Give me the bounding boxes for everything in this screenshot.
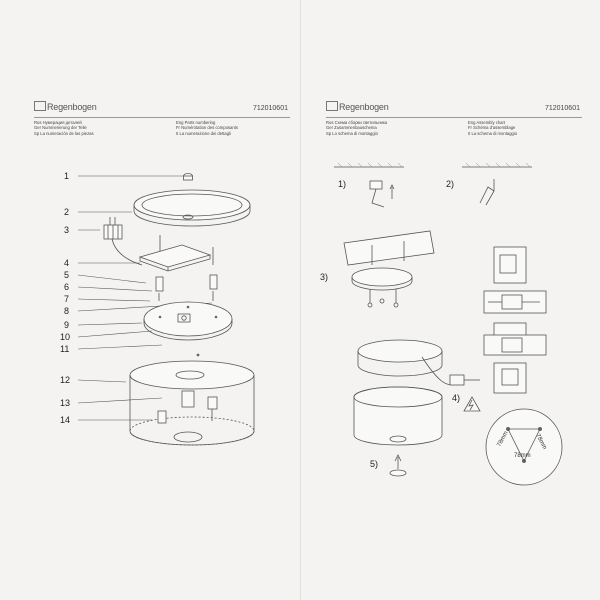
step-label: 2) [446, 179, 455, 189]
header-line: Sp La numeración de las piezas [34, 130, 94, 136]
header-line: Sp Lo schema di montaggio [326, 130, 378, 136]
step4-ring-wiring [357, 339, 480, 386]
header-rule [326, 117, 582, 118]
step1-ceiling-mount [334, 162, 404, 208]
logo-icon [326, 101, 338, 111]
step5-shade-install [353, 386, 443, 477]
step-label: 4) [452, 393, 461, 403]
header-line: It La numerazione dei dettagli [176, 130, 231, 136]
page-divider [300, 0, 301, 600]
part-number: 5 [64, 270, 70, 280]
step2-ceiling-mount [462, 162, 532, 206]
part-number: 4 [64, 258, 70, 268]
lamp-shade [129, 353, 255, 446]
top-ring [133, 189, 251, 227]
brand-logo: Regenbogen [326, 101, 389, 112]
electrical-warning-icon [463, 396, 481, 412]
header-line: Rus Нумерация деталей [34, 120, 82, 125]
assembly-chart-page: Regenbogen 712010601 Rus Схема сборки св… [304, 95, 596, 495]
screws-and-spacers [155, 235, 218, 301]
part-number: 14 [60, 415, 71, 425]
base-plate [143, 301, 233, 341]
exploded-parts-drawing [77, 173, 255, 446]
part-number: 8 [64, 306, 70, 316]
header-languages-col1: Rus Нумерация деталей Ger Nummerierung d… [34, 120, 94, 136]
mounting-bracket [138, 244, 212, 272]
step-label: 1) [338, 179, 347, 189]
header-rule [34, 117, 290, 118]
header-languages-col2: Eng Parts numbering Fr Numérotation des … [176, 120, 238, 136]
part-number: 11 [60, 344, 70, 354]
part-number: 2 [64, 207, 70, 217]
header-line: Fr Schéma d'assemblage [468, 125, 516, 131]
step3-plate-attach [343, 230, 435, 308]
part-number: 10 [60, 332, 71, 342]
step-label: 3) [320, 272, 329, 282]
header-languages-col1: Rus Схема сборки светильника Ger Zusamme… [326, 120, 387, 136]
header-line: Ger Nummerierung der Teile [34, 125, 87, 131]
assembly-steps-drawing: 78mm 78mm 78mm [334, 162, 563, 486]
header-line: It La schema di montaggio [468, 130, 518, 136]
part-number: 13 [60, 398, 71, 408]
part-number: 12 [60, 375, 71, 385]
cap-nut-body [183, 175, 193, 181]
dimension-label: 78mm [514, 453, 531, 459]
product-code: 712010601 [544, 105, 580, 112]
part-number: 6 [64, 282, 70, 292]
step-label: 5) [370, 459, 379, 469]
header-line: Eng Assembly chart [468, 120, 506, 125]
header-line: Fr Numérotation des composants [176, 125, 238, 131]
lamp-holders [157, 390, 218, 424]
header-line: Rus Схема сборки светильника [326, 120, 388, 125]
brand-logo: Regenbogen [34, 101, 97, 112]
part-number: 1 [64, 171, 70, 181]
logo-icon [34, 101, 46, 111]
wiring-detail-panels [483, 246, 547, 394]
part-number: 3 [64, 225, 70, 235]
header-languages-col2: Eng Assembly chart Fr Schéma d'assemblag… [468, 120, 517, 136]
parts-numbering-page: Regenbogen 712010601 Rus Нумерация детал… [12, 95, 304, 495]
part-number: 9 [64, 320, 70, 330]
header-line: Eng Parts numbering [176, 120, 216, 125]
terminal-block [103, 217, 143, 266]
header-line: Ger Zusammenbauschema [326, 125, 377, 131]
part-number: 7 [64, 294, 70, 304]
mounting-hole-template [485, 408, 563, 486]
product-code: 712010601 [252, 105, 288, 112]
